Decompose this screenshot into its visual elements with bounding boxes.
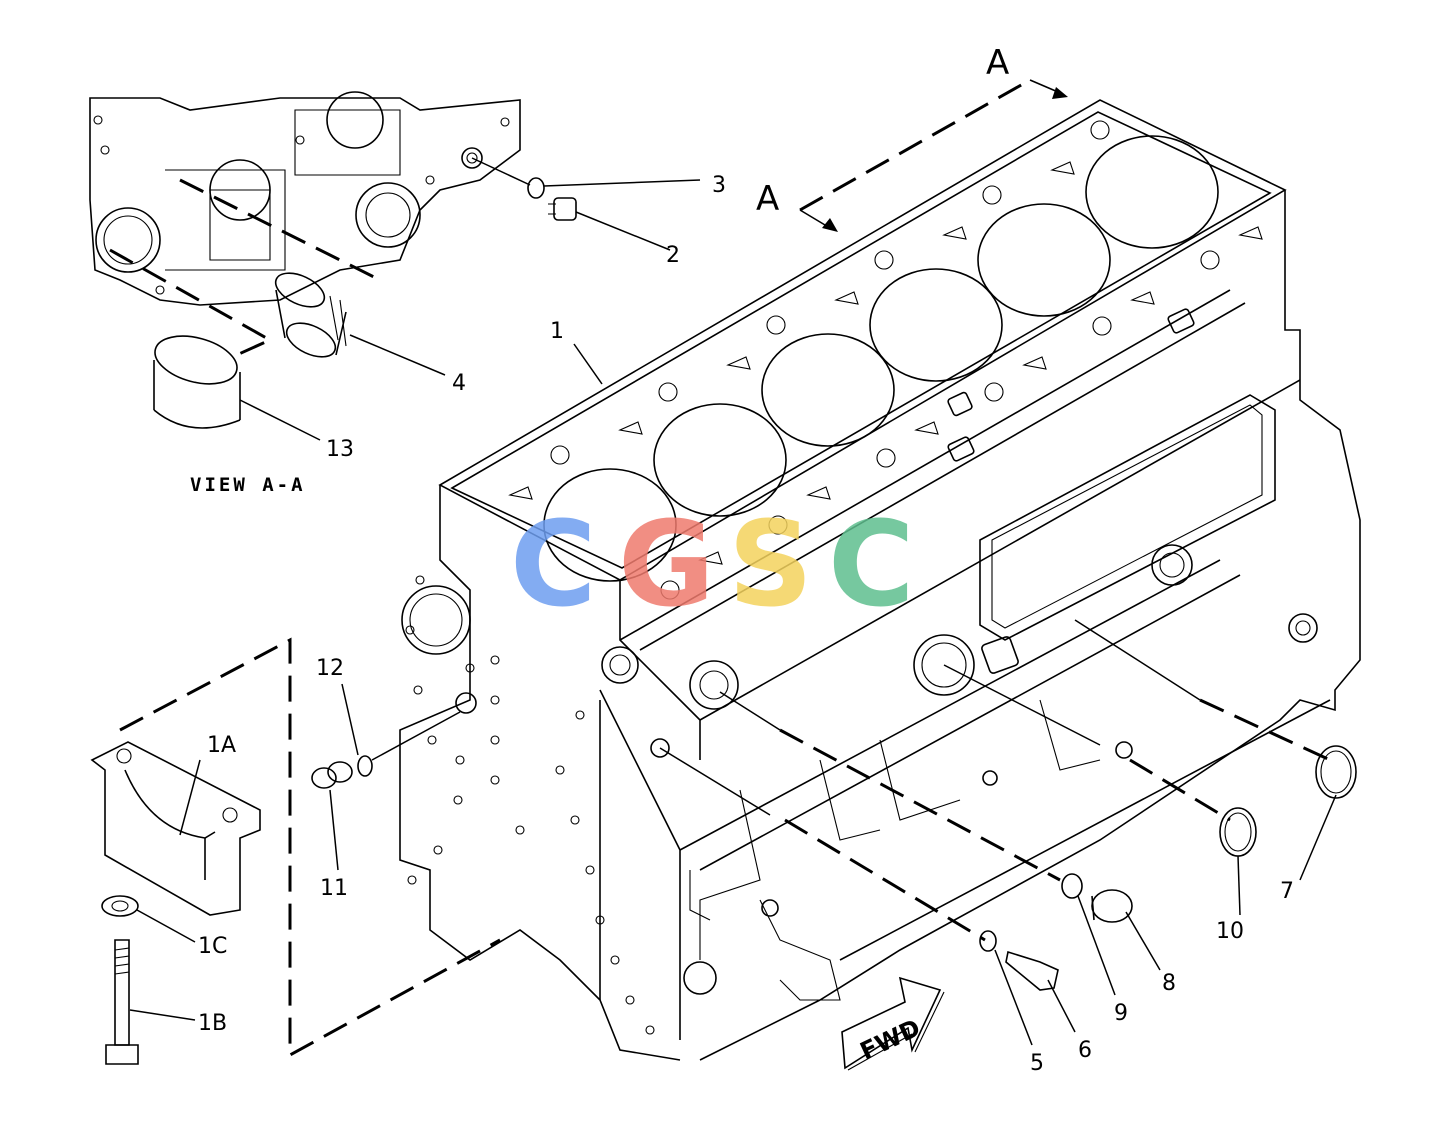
watermark-letter-g: G xyxy=(618,495,715,633)
forward-arrow-label: FWD xyxy=(856,1014,925,1066)
section-cut-line: A A xyxy=(756,43,1068,232)
part-4-bearing xyxy=(274,272,347,358)
callout-13: 13 xyxy=(326,437,354,462)
callout-10: 10 xyxy=(1216,919,1244,944)
callout-1: 1 xyxy=(550,319,564,344)
rear-parts xyxy=(659,619,1357,991)
callout-2: 2 xyxy=(666,243,680,268)
part-13-bearing xyxy=(153,335,241,429)
callout-8: 8 xyxy=(1162,971,1176,996)
main-bearing-cap xyxy=(90,637,501,1065)
callout-labels: 1 1A 1B 1C 2 3 4 5 6 7 8 9 10 11 12 13 xyxy=(198,173,1294,1076)
watermark-logo: C G S C xyxy=(510,495,915,633)
cylinder-bores xyxy=(543,135,1219,582)
part-2-3-plug xyxy=(527,177,577,221)
watermark-letter-c1: C xyxy=(510,495,597,633)
view-a-a-inset xyxy=(89,91,531,360)
callout-1a: 1A xyxy=(207,733,236,758)
section-label-a-right: A xyxy=(986,43,1009,83)
callout-5: 5 xyxy=(1030,1051,1044,1076)
deck-passages xyxy=(508,120,1263,600)
front-face-holes xyxy=(405,575,655,1035)
view-title: VIEW A-A xyxy=(190,474,306,496)
callout-3: 3 xyxy=(712,173,726,198)
cylinder-block xyxy=(399,99,1361,1061)
section-label-a-left: A xyxy=(756,179,779,219)
callout-9: 9 xyxy=(1114,1001,1128,1026)
callout-4: 4 xyxy=(452,371,466,396)
callout-11: 11 xyxy=(320,876,348,901)
callout-leaders xyxy=(129,179,1337,1046)
watermark-letter-c2: C xyxy=(828,495,915,633)
part-11-12-plug xyxy=(311,711,461,789)
forward-arrow: FWD xyxy=(841,976,945,1071)
callout-7: 7 xyxy=(1280,879,1294,904)
callout-1c: 1C xyxy=(198,934,227,959)
watermark-letter-s: S xyxy=(728,495,813,633)
callout-12: 12 xyxy=(316,656,344,681)
callout-6: 6 xyxy=(1078,1038,1092,1063)
callout-1b: 1B xyxy=(198,1011,227,1036)
